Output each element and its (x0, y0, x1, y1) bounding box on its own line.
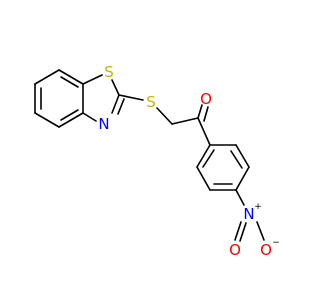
bond (196, 144, 211, 168)
bond (234, 221, 242, 241)
atom-nitrogen-thiazole: N (98, 115, 109, 133)
bond (235, 166, 250, 191)
bond (197, 117, 211, 146)
bond (203, 106, 209, 122)
bond (117, 98, 125, 115)
bond (60, 76, 79, 88)
atom-sulfur-thioether: S (146, 93, 156, 111)
atom-sulfur-thiazole: S (104, 63, 114, 81)
bond (118, 94, 144, 101)
bond (230, 150, 243, 169)
bond (171, 117, 199, 125)
bond (82, 74, 103, 85)
bond (58, 69, 84, 85)
bonds (34, 69, 265, 242)
bond (111, 79, 120, 96)
bond (235, 144, 250, 168)
bond (60, 109, 79, 121)
atom-oxygen-nitro-right: O (260, 241, 272, 259)
bond (111, 94, 120, 114)
nitro-positive-charge: + (254, 202, 262, 212)
atom-oxygen-nitro-left: O (229, 241, 241, 259)
bond (256, 221, 265, 241)
bond (202, 149, 215, 168)
bond (34, 112, 60, 128)
bond (82, 112, 97, 122)
bond (239, 222, 247, 242)
bond (196, 166, 211, 191)
bond (197, 104, 203, 119)
atom-oxygen-ketone: O (200, 90, 212, 108)
atom-nitrogen-nitro: N (243, 205, 254, 223)
nitro-negative-charge: − (272, 238, 280, 248)
molecule-structure: S N S O N + O O − (34, 63, 280, 259)
bond (235, 189, 245, 206)
atom-labels: S N S O N + O O − (98, 63, 279, 259)
bond (156, 107, 173, 125)
bond (34, 69, 60, 85)
bond (58, 112, 84, 128)
